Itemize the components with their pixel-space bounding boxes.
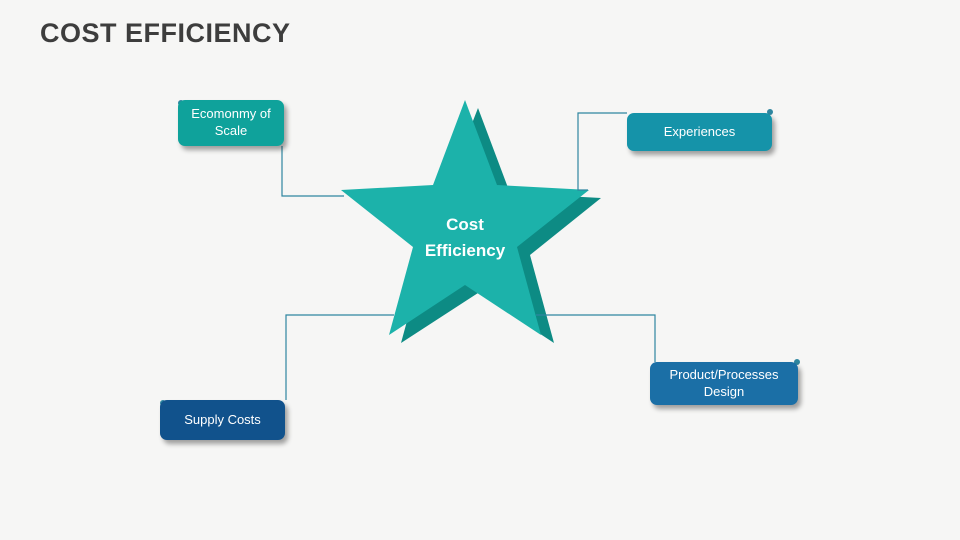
node-supply-costs: Supply Costs bbox=[160, 400, 285, 440]
star-shape bbox=[341, 100, 589, 335]
node-experiences-label: Experiences bbox=[663, 123, 736, 139]
node-experiences: Experiences bbox=[627, 113, 772, 151]
connector-line-economy bbox=[281, 146, 344, 197]
star-label-line1: Cost bbox=[446, 215, 484, 234]
connector-line-experiences bbox=[577, 112, 627, 191]
node-product-processes-design: Product/Processes Design bbox=[650, 362, 798, 405]
connector-line-product bbox=[536, 314, 656, 362]
star-label: Cost Efficiency bbox=[413, 212, 517, 265]
connector-line-supply bbox=[285, 314, 394, 400]
slide-title: COST EFFICIENCY bbox=[40, 18, 291, 48]
node-economy-of-scale-label: Ecomonmy of Scale bbox=[191, 106, 271, 138]
node-supply-costs-label: Supply Costs bbox=[184, 411, 261, 427]
star-label-line2: Efficiency bbox=[424, 241, 506, 261]
node-product-processes-design-label: Product/Processes Design bbox=[669, 366, 779, 399]
node-economy-of-scale: Ecomonmy of Scale bbox=[178, 100, 284, 146]
